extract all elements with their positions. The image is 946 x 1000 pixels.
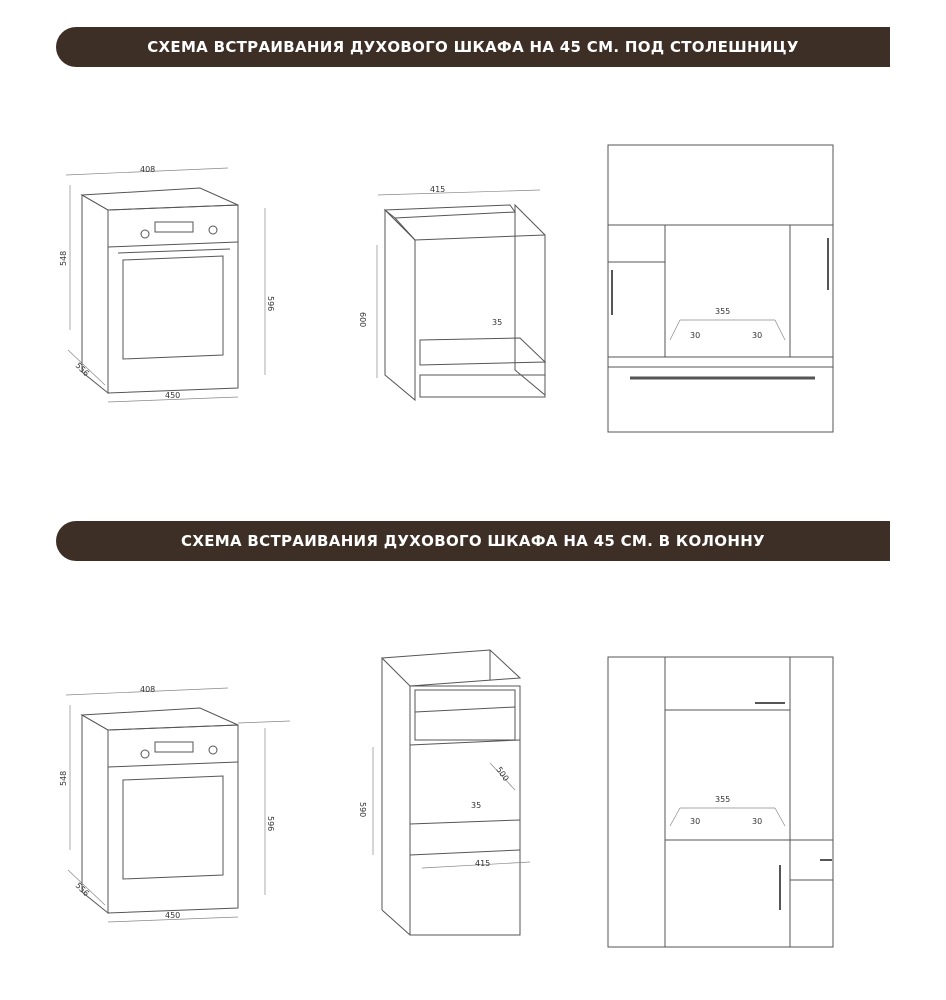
dim-depth-1: 556 <box>74 361 91 378</box>
front-drawing-1 <box>607 144 834 433</box>
dim-side-height-2: 548 <box>59 771 68 786</box>
dim-bottom-width-2: 450 <box>165 911 180 920</box>
dim-depth-2: 556 <box>74 881 91 898</box>
dim-cabinet-width-2: 415 <box>475 859 490 868</box>
section-title-countertop: СХЕМА ВСТРАИВАНИЯ ДУХОВОГО ШКАФА НА 45 С… <box>56 27 890 67</box>
dim-top-width-1: 408 <box>140 165 155 174</box>
oven-drawing-2 <box>65 687 291 923</box>
dim-left-offset-2: 30 <box>690 817 700 826</box>
cabinet-drawing-2 <box>372 649 531 936</box>
dim-top-width-2: 408 <box>140 685 155 694</box>
dim-bottom-width-1: 450 <box>165 391 180 400</box>
dim-side-height-1: 548 <box>59 251 68 266</box>
dim-cabinet-width-1: 415 <box>430 185 445 194</box>
dim-cabinet-depth-2: 500 <box>494 765 510 783</box>
dim-cabinet-height-1: 600 <box>358 312 367 327</box>
dim-cabinet-height-2: 590 <box>358 802 367 817</box>
oven-drawing-1 <box>65 167 266 403</box>
dim-front-height-1: 596 <box>266 296 275 311</box>
front-drawing-2 <box>607 656 834 948</box>
dim-gap-2: 35 <box>471 801 481 810</box>
section-title-column: СХЕМА ВСТРАИВАНИЯ ДУХОВОГО ШКАФА НА 45 С… <box>56 521 890 561</box>
dim-right-offset-2: 30 <box>752 817 762 826</box>
dim-front-width-2: 355 <box>715 795 730 804</box>
dim-front-width-1: 355 <box>715 307 730 316</box>
dim-right-offset-1: 30 <box>752 331 762 340</box>
dim-gap-1: 35 <box>492 318 502 327</box>
dim-front-height-2: 596 <box>266 816 275 831</box>
cabinet-drawing-1 <box>376 189 547 402</box>
dim-left-offset-1: 30 <box>690 331 700 340</box>
